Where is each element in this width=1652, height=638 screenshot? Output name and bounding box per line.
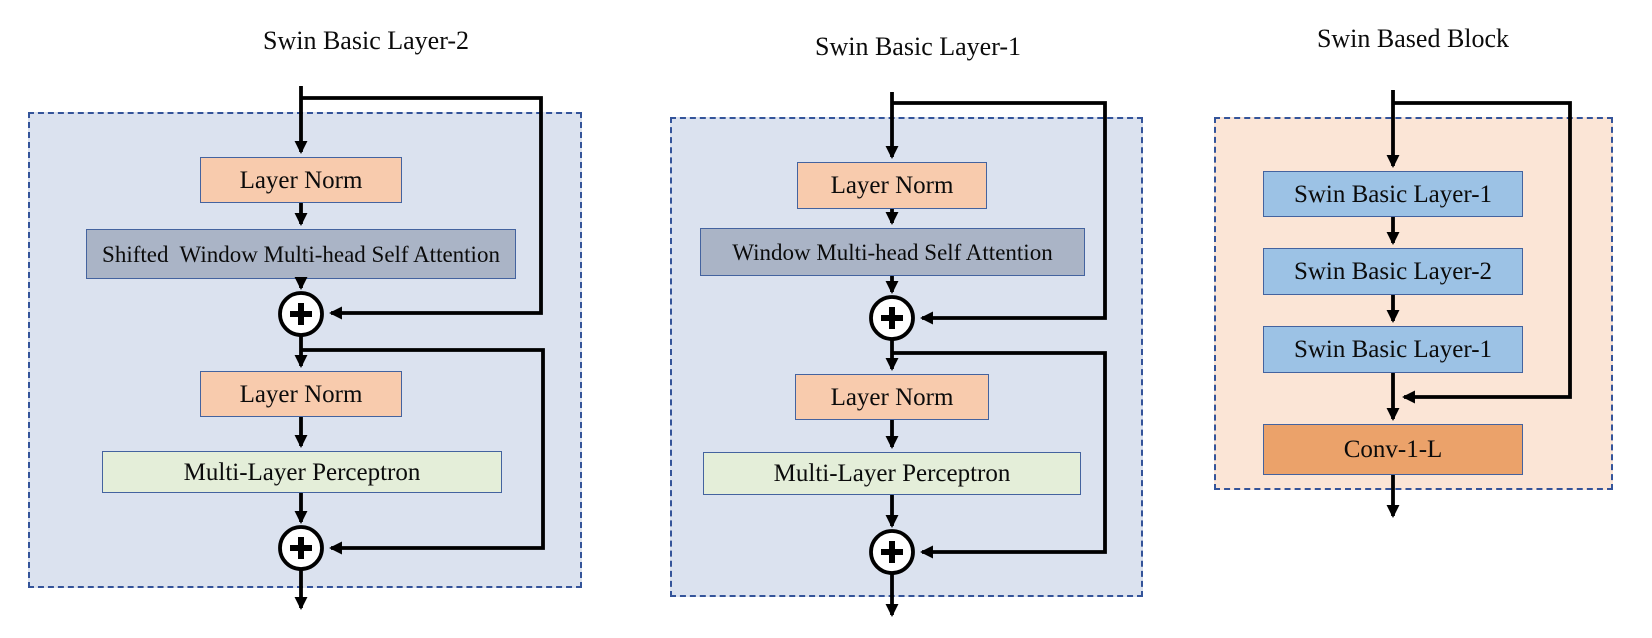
mlp-box: Multi-Layer Perceptron	[703, 452, 1081, 495]
panel-title-swin-based-block: Swin Based Block	[1316, 24, 1510, 53]
swin-basic-layer-2-box: Swin Basic Layer-2	[1263, 248, 1523, 295]
panel-title-swin-basic-layer-2: Swin Basic Layer-2	[263, 26, 469, 55]
mlp-box: Multi-Layer Perceptron	[102, 451, 502, 493]
layer-norm-box: Layer Norm	[797, 162, 987, 209]
window-attention-box: Window Multi-head Self Attention	[700, 228, 1085, 276]
layer-norm-box: Layer Norm	[200, 371, 402, 417]
panel-title-swin-basic-layer-1: Swin Basic Layer-1	[815, 32, 1021, 61]
swin-basic-layer-1-box: Swin Basic Layer-1	[1263, 171, 1523, 217]
layer-norm-box: Layer Norm	[200, 157, 402, 203]
shifted-window-attention-box: Shifted Window Multi-head Self Attention	[86, 229, 516, 279]
conv-1-l-box: Conv-1-L	[1263, 424, 1523, 475]
layer-norm-box: Layer Norm	[795, 374, 989, 420]
swin-basic-layer-1-box: Swin Basic Layer-1	[1263, 326, 1523, 373]
